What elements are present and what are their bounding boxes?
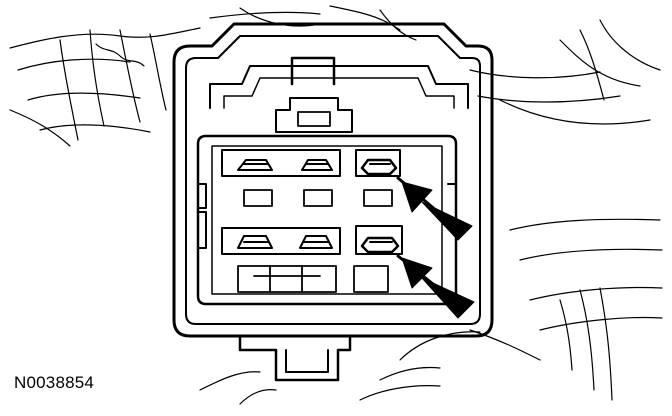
connector-body (172, 22, 494, 382)
terminal-lower-3-marked (360, 236, 400, 254)
lower-cavity-row (237, 265, 389, 293)
bottom-lock-tab (238, 334, 352, 382)
upper-cavity-row (243, 189, 393, 207)
housing-inner-rim (185, 35, 481, 325)
latch-shelf (209, 65, 469, 109)
top-lock-tab (290, 56, 336, 86)
upper-terminal-row (221, 149, 401, 177)
arrow-lower-terminal (396, 254, 475, 319)
terminal-upper-3-marked (360, 158, 398, 176)
terminal-lower-2 (299, 235, 333, 249)
lower-terminal-row (221, 225, 403, 255)
housing-outer-outline (172, 22, 494, 338)
terminal-lower-1 (237, 235, 273, 249)
arrow-upper-terminal (396, 176, 473, 241)
harness-sketch (9, 5, 663, 405)
figure-id-label: N0038854 (14, 373, 95, 392)
pointer-arrows (396, 176, 475, 319)
